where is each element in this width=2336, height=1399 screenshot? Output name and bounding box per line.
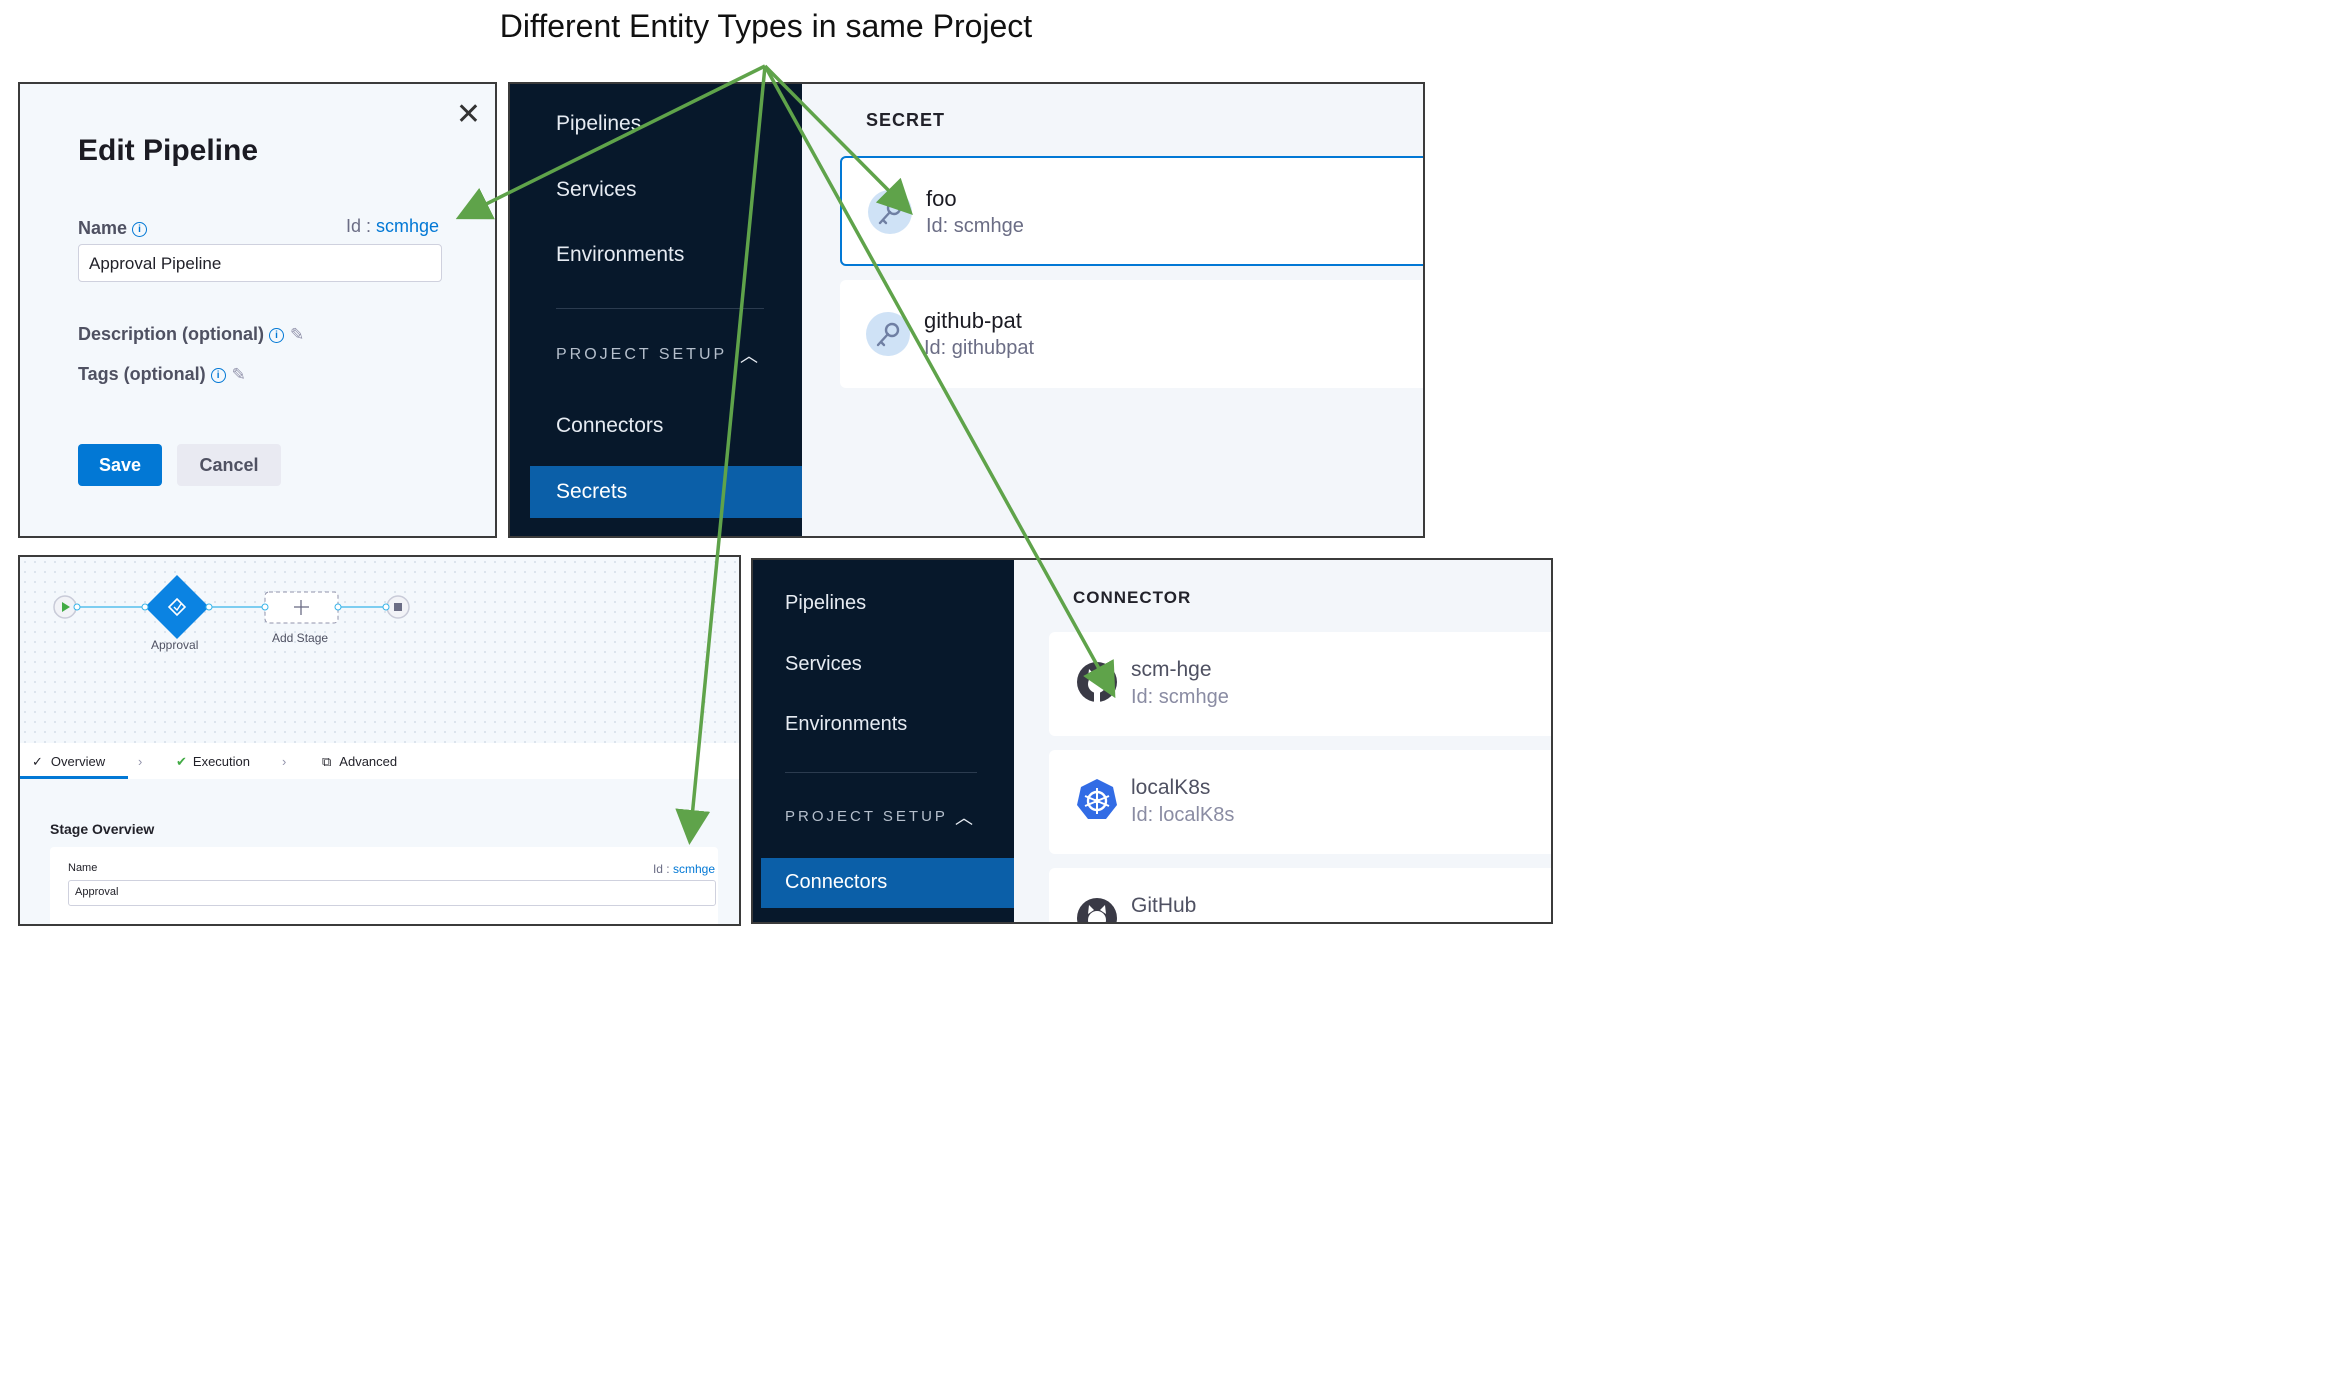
edit-pipeline-title: Edit Pipeline (78, 134, 259, 167)
approval-stage-node[interactable] (145, 575, 209, 639)
connector-id: Id: scmhge (1131, 686, 1229, 708)
sidebar-divider (556, 308, 764, 309)
pipeline-id: Id : scmhge (346, 216, 439, 237)
close-icon[interactable]: ✕ (455, 98, 481, 131)
tab-overview[interactable]: ✓Overview (32, 754, 106, 769)
cancel-button[interactable]: Cancel (177, 444, 281, 486)
key-icon (868, 190, 912, 234)
connector-card-github[interactable]: GitHub (1049, 868, 1551, 922)
save-button[interactable]: Save (78, 444, 162, 486)
project-setup-section[interactable]: PROJECT SETUP (785, 808, 948, 825)
secret-id: Id: githubpat (924, 337, 1035, 359)
tab-advanced[interactable]: ⧉Advanced (322, 754, 398, 769)
secret-card-foo[interactable]: foo Id: scmhge (840, 156, 1423, 266)
connector-heading: CONNECTOR (1073, 588, 1192, 607)
chevron-right-icon: › (282, 754, 287, 769)
connector-card-localk8s[interactable]: localK8s Id: localK8s (1049, 750, 1551, 854)
secret-name: github-pat (924, 308, 1022, 333)
active-tab-indicator (20, 776, 128, 779)
tags-label: Tags (optional) (78, 364, 206, 384)
advanced-icon: ⧉ (322, 754, 332, 769)
connector-card-scm-hge[interactable]: scm-hge Id: scmhge (1049, 632, 1551, 736)
secret-id: Id: scmhge (926, 215, 1024, 237)
sidebar-item-environments[interactable]: Environments (785, 713, 908, 735)
description-label: Description (optional) (78, 324, 264, 344)
info-icon: i (269, 327, 284, 343)
name-label: Name (78, 218, 128, 238)
pipeline-id-value: scmhge (375, 216, 439, 236)
connector-name: localK8s (1131, 776, 1211, 799)
sidebar: Pipelines Services Environments PROJECT … (753, 560, 1014, 922)
secrets-panel: Pipelines Services Environments PROJECT … (508, 82, 1425, 538)
pipeline-studio-panel: Approval Add Stage ✓Overview › ✔Executio… (18, 555, 741, 926)
info-icon: i (210, 367, 226, 383)
tags-row: Tags (optional)i ✎ (78, 364, 246, 385)
diagram-title: Different Entity Types in same Project (499, 8, 1033, 44)
tab-execution[interactable]: ✔Execution (176, 754, 250, 769)
check-icon: ✓ (32, 754, 43, 769)
pipeline-name-input[interactable]: Approval Pipeline (78, 244, 442, 282)
sidebar-divider (785, 772, 977, 773)
github-icon (1077, 898, 1117, 922)
sidebar: Pipelines Services Environments PROJECT … (510, 84, 802, 536)
stage-name-label: Name (68, 862, 98, 874)
secret-name: foo (926, 186, 957, 211)
stage-tabs: ✓Overview › ✔Execution › ⧉Advanced (20, 743, 739, 780)
description-row: Description (optional) i ✎ (78, 324, 304, 345)
pencil-icon[interactable]: ✎ (231, 365, 246, 385)
add-stage-label: Add Stage (272, 631, 329, 645)
info-icon: i (132, 221, 148, 237)
approval-label: Approval (151, 638, 199, 652)
stage-name-input[interactable]: Approval (68, 880, 716, 906)
pipeline-graph (53, 575, 410, 639)
connectors-panel: Pipelines Services Environments PROJECT … (751, 558, 1553, 924)
chevron-up-icon[interactable]: ︿ (740, 346, 758, 366)
kubernetes-icon (1077, 779, 1117, 819)
stage-id: Id : scmhge (652, 862, 715, 876)
chevron-right-icon: › (138, 754, 143, 769)
sidebar-item-connectors[interactable]: Connectors (556, 414, 664, 437)
sidebar-item-services[interactable]: Services (785, 653, 862, 675)
pipeline-canvas: Approval Add Stage (20, 557, 739, 743)
key-icon (866, 312, 910, 356)
connector-name: GitHub (1131, 894, 1197, 917)
pipeline-id-prefix: Id : (345, 216, 376, 236)
connector-id: Id: localK8s (1131, 804, 1235, 826)
chevron-up-icon[interactable]: ︿ (955, 808, 973, 828)
sidebar-item-secrets[interactable]: Secrets (530, 466, 802, 518)
sidebar-item-services[interactable]: Services (556, 178, 637, 201)
check-circle-icon: ✔ (176, 754, 187, 769)
stage-overview-title: Stage Overview (50, 821, 155, 837)
sidebar-item-environments[interactable]: Environments (556, 243, 685, 266)
sidebar-item-pipelines[interactable]: Pipelines (785, 592, 867, 614)
sidebar-item-pipelines[interactable]: Pipelines (556, 112, 642, 135)
github-icon (1077, 662, 1117, 703)
secret-card-github-pat[interactable]: github-pat Id: githubpat (840, 280, 1423, 388)
sidebar-item-connectors[interactable]: Connectors (761, 858, 1014, 908)
pencil-icon[interactable]: ✎ (290, 325, 305, 345)
connector-name: scm-hge (1131, 658, 1212, 681)
secret-heading: SECRET (866, 110, 946, 130)
project-setup-section[interactable]: PROJECT SETUP (556, 346, 728, 363)
